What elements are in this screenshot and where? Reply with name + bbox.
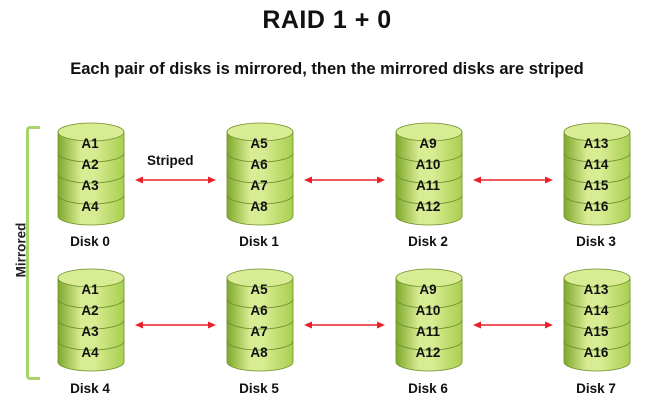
disk-top-cap: [57, 268, 125, 288]
disk-block-label: A10: [415, 303, 441, 318]
disk-top-cap: [395, 268, 463, 288]
stripe-arrow-row0-2: [473, 176, 553, 184]
disk-name-label: Disk 0: [70, 234, 110, 249]
disk-block-label: A8: [250, 345, 268, 360]
disk-block-label: A1: [81, 282, 99, 297]
disk-block-label: A4: [81, 199, 99, 214]
disk-block-label: A13: [583, 136, 609, 151]
disk-block-label: A2: [81, 157, 99, 172]
disk-block-label: A2: [81, 303, 99, 318]
disk-block-label: A4: [81, 345, 99, 360]
diagram-subtitle: Each pair of disks is mirrored, then the…: [70, 60, 584, 78]
disk-name-label: Disk 1: [239, 234, 279, 249]
stripe-arrow-row0-1: [304, 176, 385, 184]
disk-top-cap: [57, 122, 125, 142]
stripe-arrow-row1-0: [135, 321, 216, 329]
disk-block-label: A11: [415, 178, 441, 193]
disk-block-label: A10: [415, 157, 441, 172]
disk-cylinder-graphic: [563, 268, 631, 372]
disk-cylinder-graphic: [57, 122, 125, 226]
disk-name-label: Disk 4: [70, 381, 110, 396]
disk-top-cap: [226, 268, 294, 288]
disk-top-cap: [395, 122, 463, 142]
disk-block-label: A5: [250, 282, 268, 297]
disk-block-label: A12: [415, 199, 441, 214]
disk-block-label: A12: [415, 345, 441, 360]
disk-block-label: A3: [81, 178, 99, 193]
disk-cylinder-graphic: [57, 268, 125, 372]
striped-label: Striped: [147, 153, 194, 168]
disk-cylinder-graphic: [563, 122, 631, 226]
disk-block-label: A15: [583, 324, 609, 339]
disk-block-label: A1: [81, 136, 99, 151]
disk-top-cap: [226, 122, 294, 142]
disk-name-label: Disk 5: [239, 381, 279, 396]
mirrored-bracket: [26, 126, 40, 380]
disk-block-label: A6: [250, 303, 268, 318]
stripe-arrow-row0-0: [135, 176, 216, 184]
disk-cylinder-graphic: [395, 122, 463, 226]
disk-cylinder-graphic: [226, 268, 294, 372]
disk-block-label: A3: [81, 324, 99, 339]
disk-block-label: A14: [583, 303, 609, 318]
disk-block-label: A9: [419, 136, 437, 151]
disk-name-label: Disk 6: [408, 381, 448, 396]
disk-name-label: Disk 7: [576, 381, 616, 396]
stripe-arrow-row1-2: [473, 321, 553, 329]
disk-block-label: A7: [250, 324, 268, 339]
disk-cylinder-graphic: [226, 122, 294, 226]
disk-top-cap: [563, 122, 631, 142]
disk-block-label: A11: [415, 324, 441, 339]
disk-block-label: A9: [419, 282, 437, 297]
mirrored-label: Mirrored: [13, 222, 29, 278]
disk-name-label: Disk 2: [408, 234, 448, 249]
stripe-arrow-row1-1: [304, 321, 385, 329]
disk-top-cap: [563, 268, 631, 288]
disk-block-label: A16: [583, 199, 609, 214]
disk-block-label: A6: [250, 157, 268, 172]
disk-block-label: A7: [250, 178, 268, 193]
disk-block-label: A13: [583, 282, 609, 297]
disk-block-label: A5: [250, 136, 268, 151]
disk-cylinder-graphic: [395, 268, 463, 372]
disk-block-label: A15: [583, 178, 609, 193]
disk-block-label: A14: [583, 157, 609, 172]
diagram-title: RAID 1 + 0: [262, 6, 392, 34]
disk-block-label: A8: [250, 199, 268, 214]
disk-name-label: Disk 3: [576, 234, 616, 249]
disk-block-label: A16: [583, 345, 609, 360]
